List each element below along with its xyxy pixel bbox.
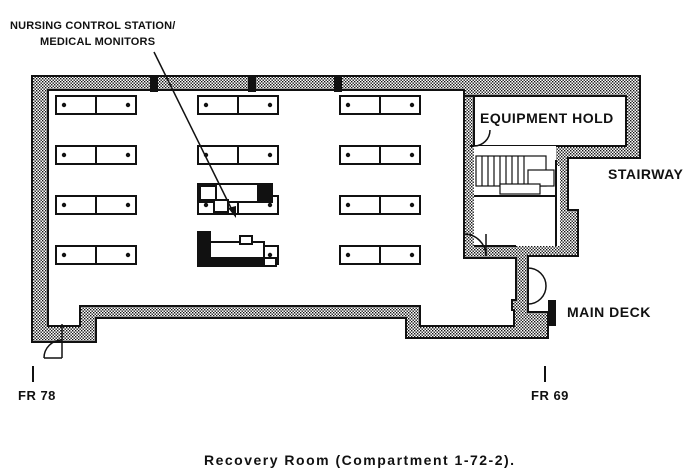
bed-pair [55, 145, 137, 165]
bed-head-marker [345, 102, 351, 108]
main-deck-label: MAIN DECK [567, 304, 651, 320]
nursing-control-station [197, 183, 277, 267]
bed-pair [55, 95, 137, 115]
bed-pair [339, 145, 421, 165]
callout-leader-arrow [153, 51, 236, 218]
nursing-station-callout-line1: NURSING CONTROL STATION/ [10, 20, 176, 32]
bed-head-marker [125, 252, 131, 258]
bed-head-marker [345, 252, 351, 258]
equipment-hold-label: EQUIPMENT HOLD [480, 110, 614, 126]
bed-head-marker [409, 102, 415, 108]
bed-head-marker [345, 152, 351, 158]
bed [379, 195, 421, 215]
bed [237, 145, 279, 165]
nursing-station-callout-line2: MEDICAL MONITORS [40, 36, 156, 48]
bed-head-marker [345, 202, 351, 208]
bed-head-marker [409, 152, 415, 158]
bed-head-marker [267, 202, 273, 208]
frame-markers [32, 366, 546, 382]
bed-pair [55, 195, 137, 215]
bed-pair [197, 95, 279, 115]
frame-label-right: FR 69 [531, 388, 569, 403]
bed-head-marker [203, 202, 209, 208]
bed [379, 95, 421, 115]
bed-pair [197, 145, 279, 165]
bed-pair [339, 195, 421, 215]
bed-head-marker [125, 152, 131, 158]
bed-head-marker [61, 102, 67, 108]
bed [95, 195, 137, 215]
bed [95, 245, 137, 265]
bed-head-marker [203, 102, 209, 108]
bed-head-marker [61, 152, 67, 158]
figure-caption: Recovery Room (Compartment 1-72-2). [204, 452, 516, 468]
bed-head-marker [267, 152, 273, 158]
bed [95, 95, 137, 115]
bed [379, 245, 421, 265]
bed [237, 95, 279, 115]
bed-pair [55, 245, 137, 265]
bed-head-marker [267, 102, 273, 108]
bed-head-marker [61, 202, 67, 208]
bed [379, 145, 421, 165]
bed-pair [339, 95, 421, 115]
stairway [475, 155, 555, 195]
bed-head-marker [125, 102, 131, 108]
doors [43, 129, 547, 359]
stairway-label: STAIRWAY [608, 166, 684, 182]
bed-head-marker [409, 252, 415, 258]
bed-pair [339, 245, 421, 265]
bed-head-marker [409, 202, 415, 208]
bed [95, 145, 137, 165]
frame-label-left: FR 78 [18, 388, 56, 403]
bed-head-marker [125, 202, 131, 208]
bed-head-marker [267, 252, 273, 258]
bed-head-marker [61, 252, 67, 258]
